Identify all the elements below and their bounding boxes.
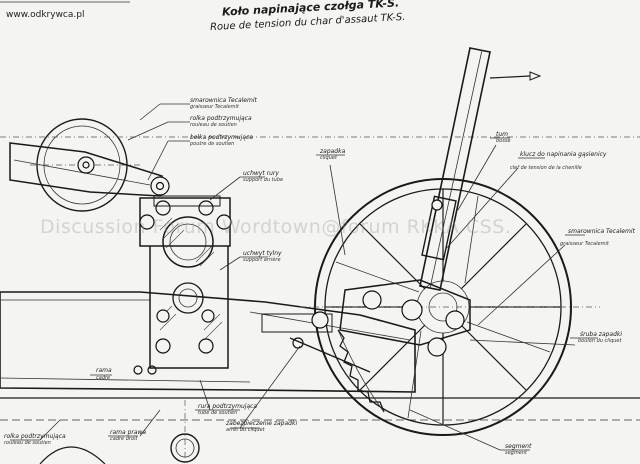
label-uchwyt-rury-fr: support du tube <box>243 177 284 183</box>
label-rolka-pl: rolka podtrzymująca <box>190 115 252 122</box>
label-belka-pl: belka podtrzymująca <box>190 134 253 141</box>
label-belka-fr: poutre de soutien <box>190 141 235 147</box>
label-smarownica-right-pl: smarownica Tecalemit <box>568 228 635 235</box>
label-rama-prawa-fr: cadre droit <box>110 436 138 442</box>
label-rama-fr: cadre <box>96 375 111 381</box>
site-url: www.odkrywca.pl <box>6 10 85 20</box>
support-beam <box>9 142 170 197</box>
leader-lines <box>10 103 598 451</box>
ratchet-mechanism <box>261 279 471 413</box>
label-zapadka-fr: cliquet <box>320 155 337 161</box>
label-rolka-bottom-pl: rolka podtrzymująca <box>4 433 66 440</box>
bracket-housing <box>139 195 232 369</box>
label-tum-pl: tum <box>496 131 508 138</box>
tension-lever <box>419 47 542 291</box>
label-klucz-fr: clef de tension de la chenille <box>510 165 582 171</box>
frame-lines <box>0 1 640 421</box>
label-rolka-fr: rouleau de soutien <box>190 122 237 128</box>
label-segment-pl: segment <box>505 443 532 450</box>
label-uchwyt-tylny-pl: uchwyt tylny <box>243 250 282 257</box>
watermark: Discussion Forum Wordtown@forum RKKA CSS… <box>40 216 512 238</box>
label-rolka-bottom-fr: rouleau de soutien <box>4 440 51 446</box>
label-sruba-fr: boulon du cliquet <box>578 338 622 344</box>
label-zapadka-pl: zapadka <box>320 148 346 155</box>
label-segment-fr: segment <box>505 450 527 456</box>
bottom-parts <box>39 400 200 464</box>
label-rura-fr: tube de soutien <box>198 410 238 416</box>
label-uchwyt-rury-pl: uchwyt rury <box>243 170 279 177</box>
label-rama-prawa-pl: rama prawa <box>110 429 147 436</box>
label-klucz-pl: klucz do napinania gąsienicy <box>520 151 607 158</box>
label-zabezpieczenie-pl: zabezpieczenie zapadki <box>226 420 298 427</box>
label-sruba-pl: śruba zapadki <box>580 331 623 338</box>
label-rura-pl: rura podtrzymująca <box>198 403 258 410</box>
label-smarownica-pl: smarownica Tecalemit <box>190 97 257 104</box>
label-smarownica-right-fr: graisseur Tecalemit <box>560 241 609 247</box>
label-uchwyt-tylny-fr: support arrière <box>243 257 281 263</box>
label-tum-fr: bosse <box>496 138 511 144</box>
label-smarownica-fr: graisseur Tecalemit <box>190 104 239 110</box>
label-rama-pl: rama <box>96 367 112 374</box>
label-zabezpieczenie-fr: arrêt du cliquet <box>226 427 265 433</box>
